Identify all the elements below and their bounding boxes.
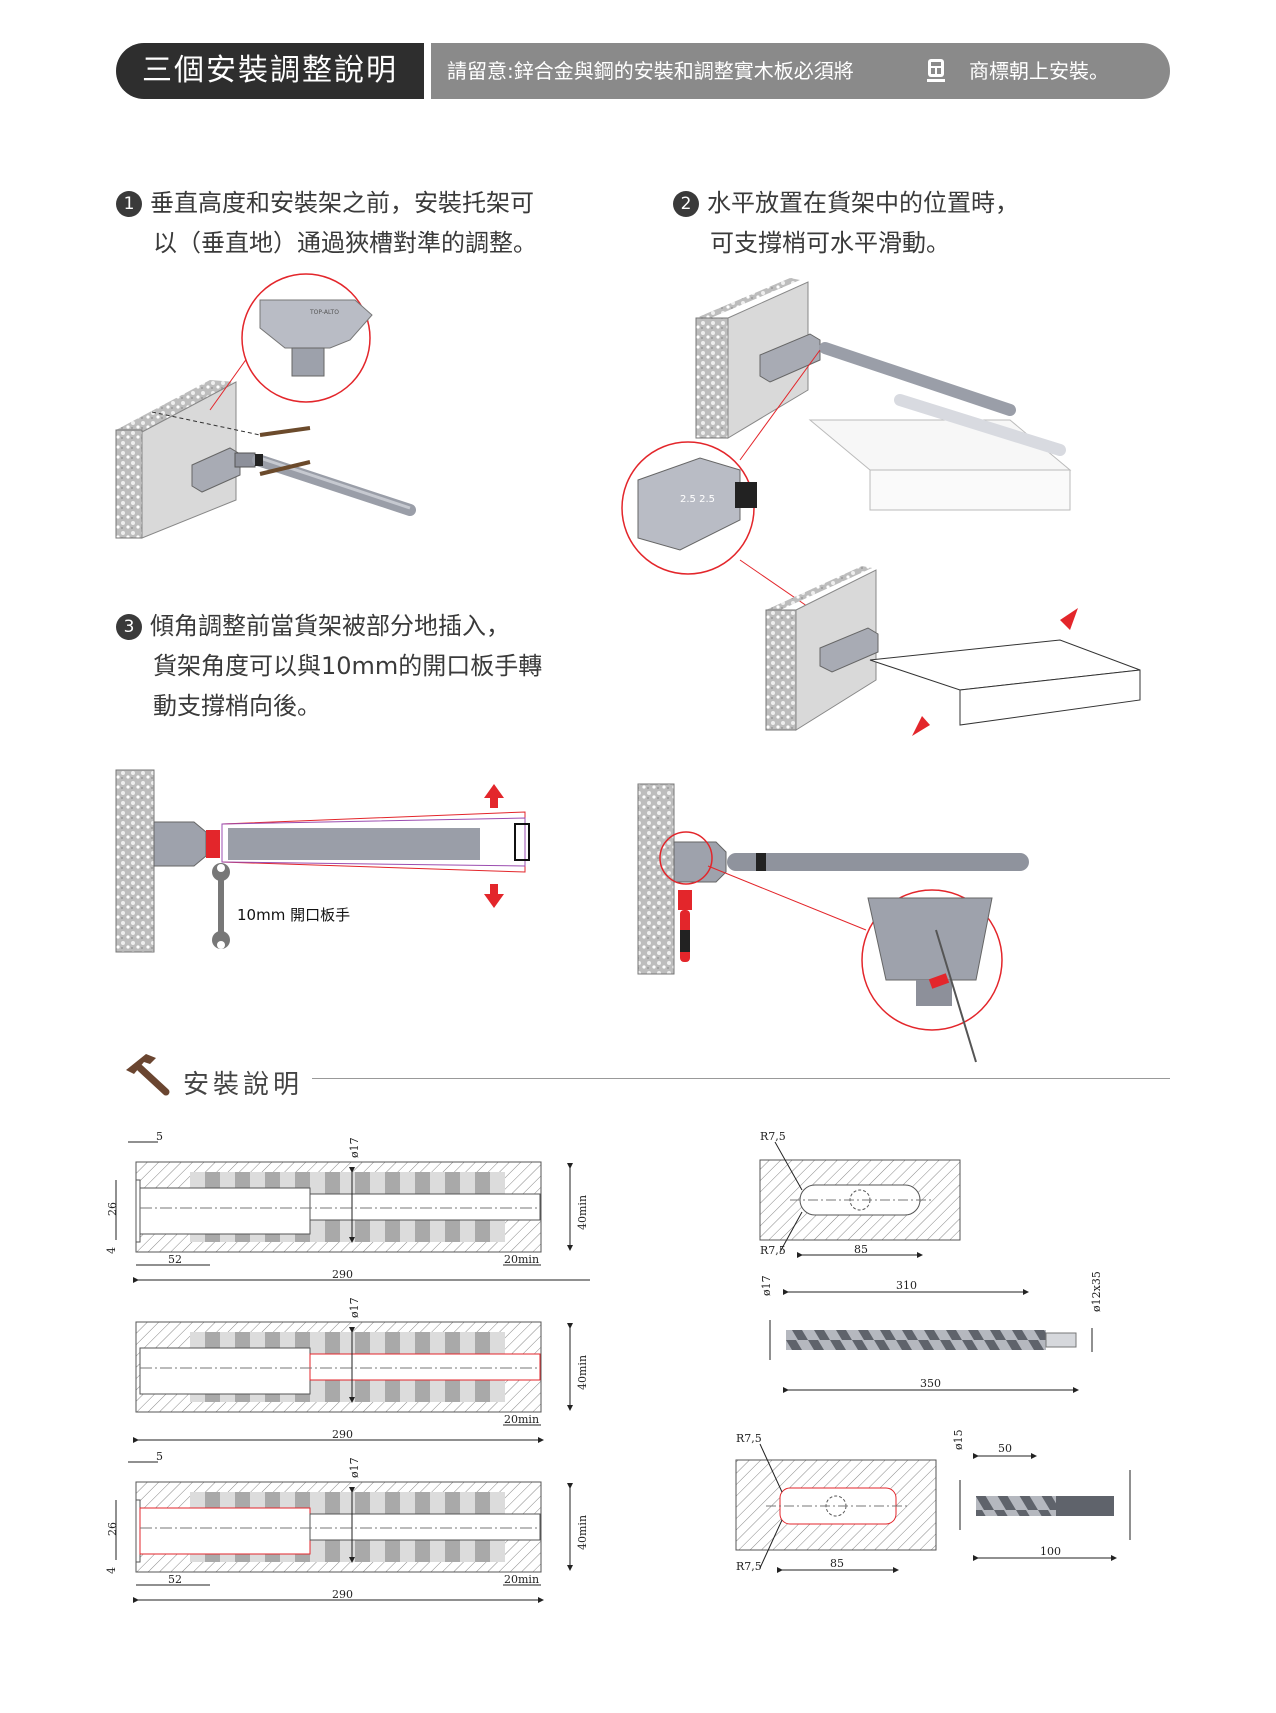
bracket-logo-text: TOP-ALTO bbox=[309, 309, 339, 316]
illustration-bracket-mount: TOP-ALTO bbox=[115, 273, 416, 539]
step-2-line1: 水平放置在貨架中的位置時， bbox=[707, 189, 1019, 217]
drill2-l1: 50 bbox=[998, 1442, 1012, 1455]
d1-left-small: 4 bbox=[105, 1247, 118, 1254]
section-divider bbox=[312, 1078, 1170, 1079]
step-2-line2: 可支撐梢可水平滑動。 bbox=[710, 229, 950, 257]
d1-dia: ø17 bbox=[348, 1137, 361, 1158]
d1-a: 52 bbox=[168, 1253, 182, 1266]
step-3-line1: 傾角調整前當貨架被部分地插入， bbox=[150, 612, 510, 640]
d1-c: 20min bbox=[504, 1253, 539, 1266]
d2-dia: ø17 bbox=[348, 1297, 361, 1318]
slot1-r-bot: R7,5 bbox=[760, 1244, 786, 1257]
drill1-shank: ø12x35 bbox=[1090, 1271, 1103, 1312]
d3-right-h: 40min bbox=[576, 1515, 589, 1550]
d1-b: 290 bbox=[332, 1268, 353, 1281]
step-3-number: 3 bbox=[116, 614, 142, 640]
header-note: 請留意:鋅合金與鋼的安裝和調整實木板必須將 bbox=[447, 59, 854, 83]
d2-right-h: 40min bbox=[576, 1355, 589, 1390]
step-3-text: 3 傾角調整前當貨架被部分地插入， 貨架角度可以與10mm的開口板手轉 動支撐梢向… bbox=[116, 606, 542, 726]
d1-left-h: 26 bbox=[106, 1202, 119, 1216]
hammer-icon bbox=[126, 1054, 170, 1096]
step-2-number: 2 bbox=[673, 191, 699, 217]
step-1-line1: 垂直高度和安裝架之前，安裝托架可 bbox=[150, 189, 534, 217]
drill2-dia: ø15 bbox=[952, 1429, 965, 1450]
step-1-text: 1 垂直高度和安裝架之前，安裝托架可 以（垂直地）通過狹槽對準的調整。 bbox=[116, 183, 537, 263]
dimension-drawings-left: 5 ø17 26 4 40min 52 290 20min ø17 40min … bbox=[105, 1130, 590, 1603]
dim-drawing-2: ø17 40min 290 20min bbox=[133, 1297, 589, 1443]
d3-top: 5 bbox=[156, 1450, 163, 1463]
d1-top: 5 bbox=[156, 1130, 163, 1143]
drill1-dia: ø17 bbox=[760, 1275, 773, 1296]
drill-drawing-2: ø15 50 100 bbox=[952, 1429, 1131, 1561]
d2-c: 20min bbox=[504, 1413, 539, 1426]
d3-left-small: 4 bbox=[105, 1567, 118, 1574]
slide-mark-text: 2.5 2.5 bbox=[680, 494, 715, 505]
d3-b: 290 bbox=[332, 1588, 353, 1601]
header-note-bar: 請留意:鋅合金與鋼的安裝和調整實木板必須將 商標朝上安裝。 bbox=[431, 43, 1170, 99]
d3-left-h: 26 bbox=[106, 1522, 119, 1536]
wrench-icon bbox=[212, 863, 230, 949]
drill-drawing-1: ø17 ø12x35 310 350 bbox=[760, 1271, 1103, 1393]
slot-drawing-2: R7,5 R7,5 85 bbox=[735, 1432, 937, 1573]
section-title: 安裝說明 bbox=[183, 1070, 304, 1100]
step-1-line2: 以（垂直地）通過狹槽對準的調整。 bbox=[153, 229, 537, 257]
illustration-tilt-adjust bbox=[115, 769, 530, 953]
slot2-w: 85 bbox=[830, 1557, 844, 1570]
d3-dia: ø17 bbox=[348, 1457, 361, 1478]
illustration-horizontal-slide: 2.5 2.5 bbox=[621, 278, 1141, 736]
drill1-l1: 310 bbox=[896, 1279, 917, 1292]
drill2-l2: 100 bbox=[1040, 1545, 1061, 1558]
illustration-screwdriver-adjust bbox=[637, 783, 1029, 1063]
wrench-label: 10mm 開口板手 bbox=[237, 906, 351, 924]
d1-right-h: 40min bbox=[576, 1195, 589, 1230]
step-3-line3: 動支撐梢向後。 bbox=[153, 692, 321, 720]
slot-drawing-1: R7,5 R7,5 85 bbox=[759, 1130, 961, 1258]
dimension-drawings-right: R7,5 R7,5 85 ø17 ø12x35 310 350 R7,5 R7,… bbox=[735, 1130, 1131, 1573]
d3-c: 20min bbox=[504, 1573, 539, 1586]
d2-b: 290 bbox=[332, 1428, 353, 1441]
slot1-r-top: R7,5 bbox=[760, 1130, 786, 1143]
d3-a: 52 bbox=[168, 1573, 182, 1586]
brand-logo-icon bbox=[927, 59, 945, 82]
slot1-w: 85 bbox=[854, 1243, 868, 1256]
step-3-line2: 貨架角度可以與10mm的開口板手轉 bbox=[153, 652, 543, 680]
dim-drawing-3: 5 ø17 26 4 40min 52 290 20min bbox=[105, 1450, 589, 1603]
drill1-l2: 350 bbox=[920, 1377, 941, 1390]
slot2-r-bot: R7,5 bbox=[736, 1560, 762, 1573]
step-1-number: 1 bbox=[116, 191, 142, 217]
dim-drawing-1: 5 ø17 26 4 40min 52 290 20min bbox=[105, 1130, 590, 1283]
header-title: 三個安裝調整說明 bbox=[116, 43, 424, 99]
slot2-r-top: R7,5 bbox=[736, 1432, 762, 1445]
header-note-tail: 商標朝上安裝。 bbox=[969, 59, 1109, 83]
step-2-text: 2 水平放置在貨架中的位置時， 可支撐梢可水平滑動。 bbox=[673, 183, 1019, 263]
